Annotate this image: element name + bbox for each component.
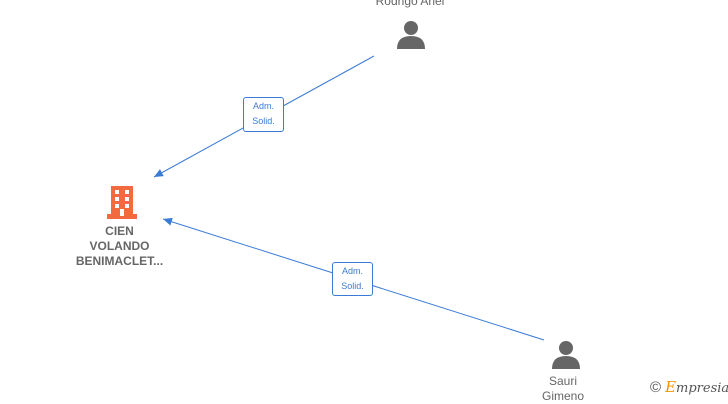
edge-role-badge-top: Adm. Solid. — [243, 97, 284, 132]
building-icon[interactable] — [107, 186, 137, 219]
company-name[interactable]: CIEN VOLANDO BENIMACLET... — [62, 224, 177, 269]
company-name-line: CIEN — [105, 224, 134, 238]
brand-initial: E — [665, 378, 677, 396]
brand-logo: Empresia — [665, 378, 728, 396]
empresia-watermark: © Empresia — [650, 378, 728, 396]
person-icon[interactable] — [552, 341, 580, 369]
brand-rest: mpresia — [676, 381, 728, 396]
edge-role-line: Solid. — [252, 116, 275, 126]
person-icon[interactable] — [397, 21, 425, 49]
person-name-line: Rodrigo Ariel — [375, 0, 445, 8]
person-name-line: Gimeno — [541, 389, 585, 403]
person-name-line: Sauri — [548, 374, 577, 388]
company-name-line: VOLANDO — [89, 239, 150, 253]
company-name-line: BENIMACLET... — [75, 254, 164, 268]
edge-role-line: Adm. — [341, 266, 363, 276]
copyright-icon: © — [650, 378, 662, 396]
edge-role-line: Adm. — [252, 101, 274, 111]
person-name-top[interactable]: Rodrigo Ariel — [350, 0, 470, 9]
edge-role-badge-bottom: Adm. Solid. — [332, 262, 373, 296]
edge-role-line: Solid. — [341, 281, 364, 291]
